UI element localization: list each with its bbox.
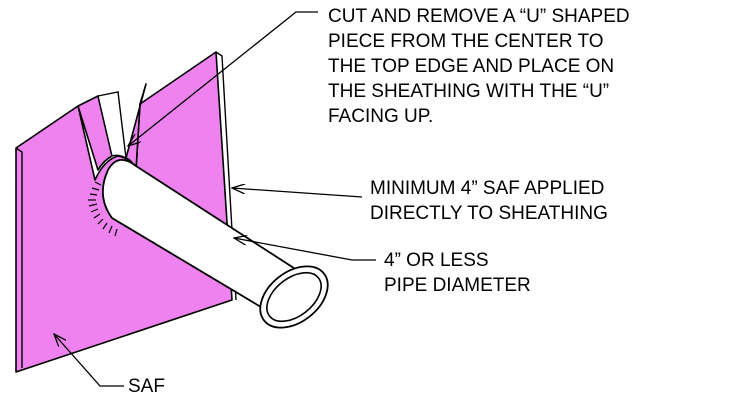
saf-note-leader bbox=[54, 334, 124, 387]
cut-note-line-2: PIECE FROM THE CENTER TO bbox=[328, 31, 604, 52]
cut-note-line-4: THE SHEATHING WITH THE “U” bbox=[328, 81, 610, 102]
min-note-line-2: DIRECTLY TO SHEATHING bbox=[370, 203, 608, 224]
minimum-saf-note: MINIMUM 4” SAF APPLIED DIRECTLY TO SHEAT… bbox=[370, 176, 608, 226]
cut-note-line-3: THE TOP EDGE AND PLACE ON bbox=[328, 56, 615, 77]
saf-label: SAF bbox=[128, 374, 165, 399]
cut-instruction-note: CUT AND REMOVE A “U” SHAPED PIECE FROM T… bbox=[328, 4, 630, 129]
saf-note-line-1: SAF bbox=[128, 376, 165, 397]
min-note-line-1: MINIMUM 4” SAF APPLIED bbox=[370, 178, 605, 199]
cut-note-line-1: CUT AND REMOVE A “U” SHAPED bbox=[328, 6, 630, 27]
saf-sheet-edge-left bbox=[15, 147, 23, 368]
u-cut-opening bbox=[97, 91, 127, 160]
pipe-end-inner bbox=[266, 271, 322, 323]
pipe-diameter-note: 4” OR LESS PIPE DIAMETER bbox=[384, 248, 531, 298]
pipe-note-leader bbox=[234, 238, 376, 261]
pipe-hatch-marks bbox=[88, 181, 118, 237]
saf-sheet-edge-right bbox=[215, 51, 237, 301]
pipe-note-line-1: 4” OR LESS bbox=[384, 250, 489, 271]
cut-note-leader bbox=[128, 11, 318, 146]
pipe-note-line-2: PIPE DIAMETER bbox=[384, 275, 531, 296]
min-note-leader bbox=[232, 188, 363, 198]
cut-note-line-5: FACING UP. bbox=[328, 106, 434, 127]
